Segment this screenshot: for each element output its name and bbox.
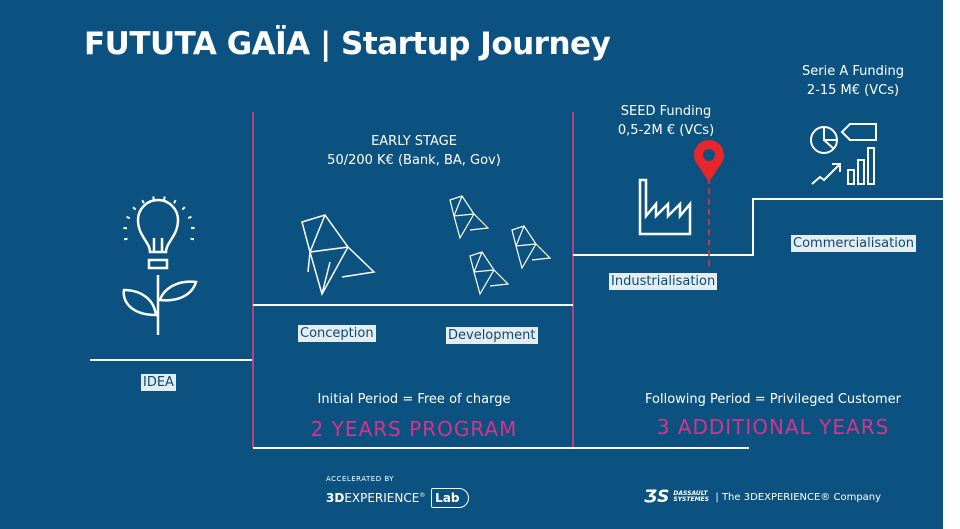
location-pin-icon (694, 140, 724, 182)
pin-dashed-line (708, 178, 710, 266)
following-program-duration: 3 ADDITIONAL YEARS (656, 415, 890, 439)
step-line-seed (573, 254, 754, 256)
origami-birds-group-icon (449, 195, 552, 296)
dassault-systemes-logo: ƷS DASSAULT SYSTEMES | The 3DEXPERIENCE®… (644, 487, 881, 507)
3dexperience-lab-logo: 3DEXPERIENCE® Lab (326, 488, 469, 508)
step-label-development: Development (446, 327, 538, 344)
business-analytics-icon (810, 123, 877, 185)
serie-a-heading: Serie A Funding (802, 64, 904, 79)
following-period-text: Following Period = Privileged Customer (645, 392, 901, 407)
baseline (253, 447, 749, 449)
factory-icon (638, 178, 692, 236)
ds-wordmark: DASSAULT SYSTEMES (673, 490, 709, 503)
seed-funding: 0,5-2M € (VCs) (617, 123, 715, 138)
ds-mark-icon: ƷS (644, 487, 670, 507)
lightbulb-plant-icon (122, 196, 198, 335)
stage-label-idea: IDEA (141, 374, 176, 391)
step-riser (752, 199, 754, 256)
accelerated-by-text: ACCELERATED BY (326, 475, 395, 483)
step-label-conception: Conception (298, 325, 376, 342)
page-title: FUTUTA GAÏA | Startup Journey (84, 26, 611, 62)
early-stage-heading: EARLY STAGE (371, 134, 457, 149)
step-line-early (253, 304, 573, 306)
step-label-industrialisation: Industrialisation (609, 273, 718, 290)
divider-early-stage (252, 112, 254, 448)
divider-seed (572, 112, 574, 448)
initial-period-text: Initial Period = Free of charge (317, 392, 511, 407)
origami-bird-icon (301, 214, 376, 296)
step-line-serie-a (752, 198, 943, 200)
serie-a-funding: 2-15 M€ (VCs) (806, 83, 900, 98)
step-label-commercialisation: Commercialisation (791, 235, 917, 252)
step-line-idea (90, 359, 252, 361)
early-stage-funding: 50/200 K€ (Bank, BA, Gov) (327, 153, 501, 168)
ds-tagline: | The 3DEXPERIENCE® Company (715, 491, 882, 503)
seed-heading: SEED Funding (620, 104, 712, 119)
initial-program-duration: 2 YEARS PROGRAM (310, 417, 518, 441)
